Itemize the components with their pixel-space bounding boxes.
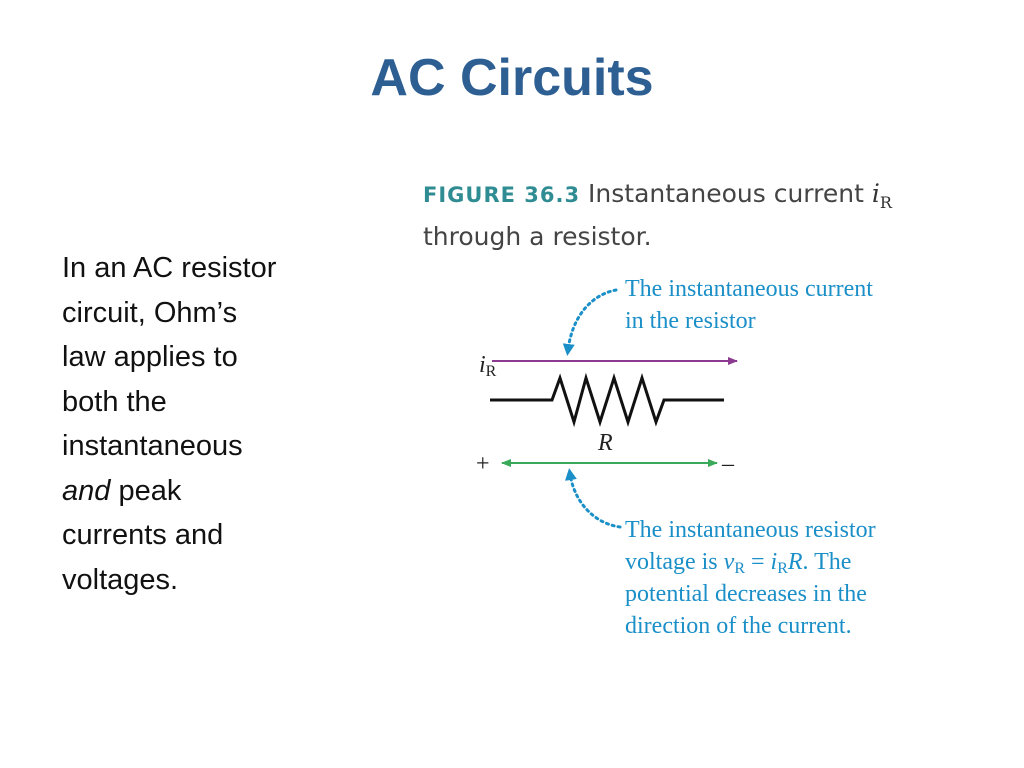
caption-symbol-sub: R: [879, 193, 892, 212]
body-line: In an AC resistor: [62, 252, 277, 284]
bottom-note-line: potential decreases in the: [625, 581, 867, 607]
body-line: law applies to: [62, 341, 238, 373]
body-line: currents and: [62, 519, 224, 551]
top-note-line: The instantaneous current: [625, 276, 873, 302]
caption-text: Instantaneous current: [588, 179, 864, 208]
body-text: In an AC resistor circuit, Ohm’s law app…: [62, 246, 332, 602]
caption-symbol: iR: [871, 179, 892, 212]
resistor-label: R: [597, 430, 613, 456]
figure-label: FIGURE 36.3: [423, 183, 581, 207]
bottom-note-line: The instantaneous resistor: [625, 517, 876, 543]
body-line: instantaneous: [62, 430, 243, 462]
top-note-line: in the resistor: [625, 308, 756, 334]
caption-line-1: FIGURE 36.3 Instantaneous current iR: [423, 177, 943, 220]
minus-sign: –: [721, 451, 735, 477]
body-line: and peak: [62, 469, 332, 514]
body-line: voltages.: [62, 563, 179, 596]
bottom-note-line: voltage is vR = iRR. The: [625, 549, 851, 577]
bottom-note-line: direction of the current.: [625, 613, 852, 639]
emphasis-word: and: [62, 474, 111, 507]
plus-sign: +: [476, 451, 490, 477]
body-line: circuit, Ohm’s: [62, 296, 238, 329]
body-line: both the: [62, 385, 167, 418]
caption-symbol-letter: i: [871, 179, 880, 208]
bottom-note-leader: [564, 468, 622, 529]
caption-line-2: through a resistor.: [423, 222, 652, 251]
top-note-leader: [562, 288, 618, 356]
current-symbol: iR: [479, 352, 497, 380]
figure-caption: FIGURE 36.3 Instantaneous current iR thr…: [423, 177, 943, 254]
body-fragment: peak: [110, 474, 182, 507]
resistor-zigzag: [490, 372, 724, 428]
slide-title: AC Circuits: [370, 49, 654, 107]
